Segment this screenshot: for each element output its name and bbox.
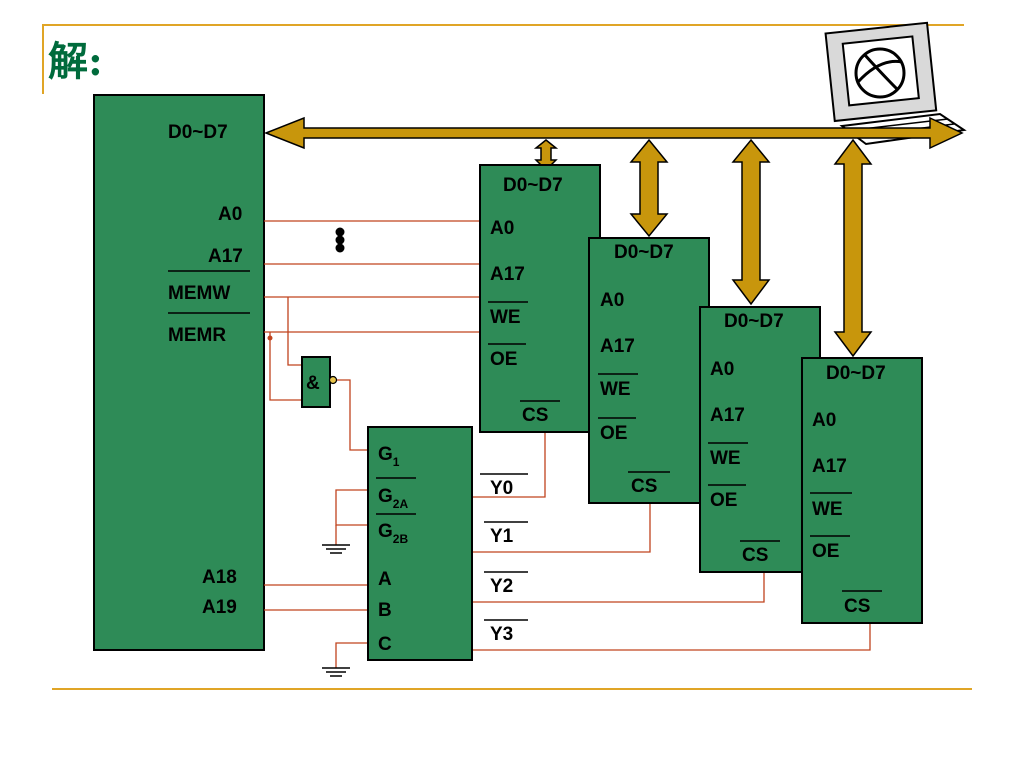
decoder-c-label: C [378,634,392,655]
cpu-data-bus-label: D0~D7 [168,122,228,143]
chip-a17-label: A17 [710,405,745,426]
decoder-y0-label: Y0 [490,478,513,499]
chip-data-label: D0~D7 [503,175,563,196]
cpu-memw-label: MEMW [168,283,230,304]
chip-a0-label: A0 [490,218,514,239]
chip-data-label: D0~D7 [614,242,674,263]
memr-junction-dot [267,335,273,341]
ellipsis-dot [335,235,345,245]
ground-symbol [322,667,350,677]
chip-oe-label: OE [710,490,737,511]
decoder-b-label: B [378,600,392,621]
chip-cs-label: CS [742,545,768,566]
chip-data-label: D0~D7 [826,363,886,384]
footer-rule [52,688,972,690]
title-top-rule [42,24,964,26]
memory-chip-1: D0~D7 A0 A17 WE OE CS [479,164,601,433]
chip-oe-label: OE [812,541,839,562]
and-gate-symbol: & [306,373,320,394]
chip-cs-label: CS [631,476,657,497]
title-left-rule [42,24,44,94]
cpu-a17-label: A17 [208,246,243,267]
decoder-a-label: A [378,569,392,590]
bus-arrow-chip-4 [833,138,873,358]
chip-we-label: WE [710,448,741,469]
decoder-y2-label: Y2 [490,576,513,597]
chip-a0-label: A0 [710,359,734,380]
chip-we-label: WE [490,307,521,328]
decoder-y1-label: Y1 [490,526,514,547]
chip-data-label: D0~D7 [724,311,784,332]
data-bus-arrow [263,116,964,150]
and-gate-inverter-bubble [328,375,338,385]
cpu-a0-label: A0 [218,204,242,225]
memory-chip-4: D0~D7 A0 A17 WE OE CS [801,357,923,624]
cpu-a19-label: A19 [202,597,237,618]
decoder-g2b-label: G2B [378,521,408,546]
chip-a17-label: A17 [812,456,847,477]
decoder-g1-label: G1 [378,444,400,469]
chip-a0-label: A0 [812,410,836,431]
decoder-block [367,426,473,661]
memory-chip-2: D0~D7 A0 A17 WE OE CS [588,237,710,504]
ellipsis-dot [335,227,345,237]
decoder-y3-label: Y3 [490,624,513,645]
chip-we-label: WE [812,499,843,520]
decoder-g2a-label: G2A [378,486,408,511]
bus-arrow-chip-2 [629,138,669,238]
chip-a17-label: A17 [490,264,525,285]
chip-a17-label: A17 [600,336,635,357]
chip-we-label: WE [600,379,631,400]
chip-cs-label: CS [844,596,870,617]
chip-cs-label: CS [522,405,548,426]
chip-oe-label: OE [490,349,517,370]
ellipsis-dot [335,243,345,253]
ground-symbol [322,544,350,554]
slide-title: 解: [48,38,103,85]
bus-arrow-chip-3 [731,138,771,306]
cpu-memr-label: MEMR [168,325,226,346]
cpu-block [93,94,265,651]
chip-oe-label: OE [600,423,627,444]
cpu-a18-label: A18 [202,567,237,588]
chip-a0-label: A0 [600,290,624,311]
